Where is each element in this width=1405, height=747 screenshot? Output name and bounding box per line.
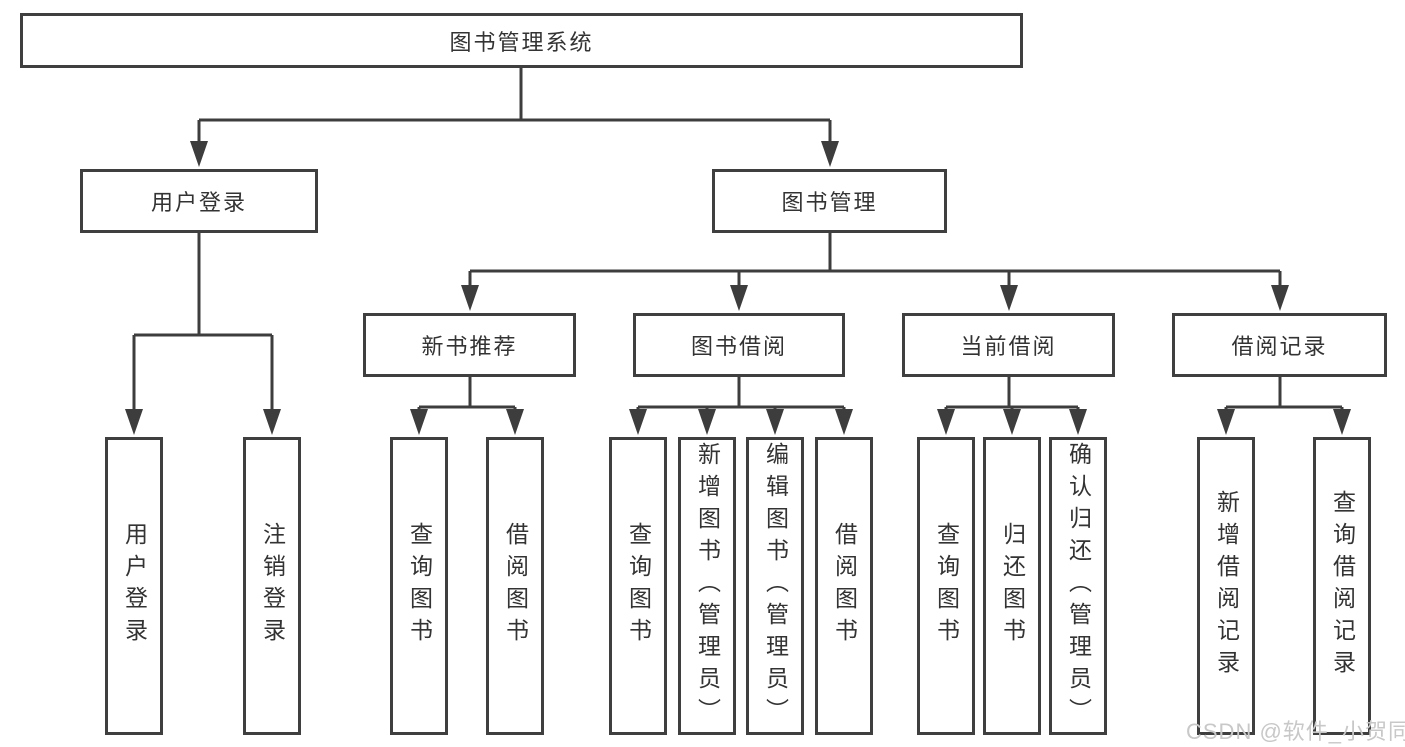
node-label: 归还图书 — [999, 522, 1026, 650]
node-label: 借阅图书 — [502, 522, 529, 650]
node-new-book-recommend: 新书推荐 — [363, 313, 576, 377]
node-root: 图书管理系统 — [20, 13, 1023, 68]
leaf-cb-return-books: 归还图书 — [983, 437, 1041, 735]
node-label: 图书管理系统 — [449, 29, 594, 55]
node-label: 查询图书 — [406, 522, 433, 650]
node-label: 图书管理 — [781, 190, 878, 215]
node-borrow-records: 借阅记录 — [1172, 313, 1387, 377]
leaf-bb-add-books-admin: 新增图书（管理员） — [678, 437, 736, 735]
node-label: 查询图书 — [625, 522, 652, 650]
leaf-cb-confirm-return-admin: 确认归还（管理员） — [1049, 437, 1107, 735]
node-user-login: 用户登录 — [80, 169, 318, 233]
arrowheads — [125, 141, 1351, 435]
node-label: 新增图书（管理员） — [694, 442, 721, 730]
node-label: 编辑图书（管理员） — [762, 442, 789, 730]
leaf-user-login: 用户登录 — [105, 437, 163, 735]
leaf-bb-query-books: 查询图书 — [609, 437, 667, 735]
leaf-br-query-record: 查询借阅记录 — [1313, 437, 1371, 735]
leaf-nb-query-books: 查询图书 — [390, 437, 448, 735]
node-current-borrowing: 当前借阅 — [902, 313, 1115, 377]
node-book-management: 图书管理 — [712, 169, 947, 233]
node-label: 借阅图书 — [831, 522, 858, 650]
node-label: 注销登录 — [259, 522, 286, 650]
node-label: 图书借阅 — [690, 334, 787, 359]
leaf-cb-query-books: 查询图书 — [917, 437, 975, 735]
node-book-borrowing: 图书借阅 — [633, 313, 845, 377]
node-label: 用户登录 — [121, 522, 148, 650]
csdn-watermark: CSDN @软件_小贺同学 — [1186, 719, 1405, 744]
leaf-bb-edit-books-admin: 编辑图书（管理员） — [746, 437, 804, 735]
node-label: 当前借阅 — [960, 334, 1057, 359]
node-label: 新书推荐 — [421, 334, 518, 359]
leaf-br-add-record: 新增借阅记录 — [1197, 437, 1255, 735]
node-label: 新增借阅记录 — [1213, 490, 1240, 682]
node-label: 用户登录 — [150, 190, 247, 215]
node-label: 查询借阅记录 — [1329, 490, 1356, 682]
node-label: 借阅记录 — [1231, 334, 1328, 359]
node-label: 确认归还（管理员） — [1065, 442, 1092, 730]
leaf-logout: 注销登录 — [243, 437, 301, 735]
node-label: 查询图书 — [933, 522, 960, 650]
leaf-bb-borrow-books: 借阅图书 — [815, 437, 873, 735]
leaf-nb-borrow-books: 借阅图书 — [486, 437, 544, 735]
